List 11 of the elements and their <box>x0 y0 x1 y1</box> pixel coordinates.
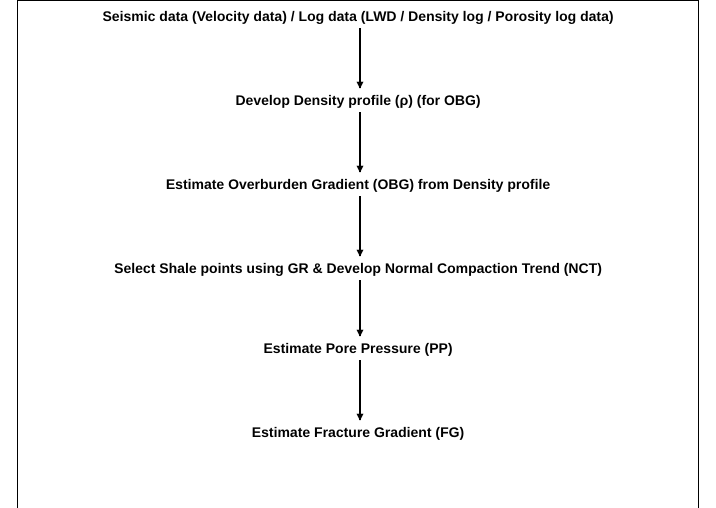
step-text: Estimate Overburden Gradient (OBG) from Density profile <box>166 175 550 194</box>
step-text: Select Shale points using GR & Develop Normal Compaction Trend (NCT) <box>114 259 602 278</box>
arrow <box>356 28 364 89</box>
step-text: Develop Density profile (ρ) (for OBG) <box>235 91 481 110</box>
arrow <box>356 112 364 173</box>
step-text: Estimate Fracture Gradient (FG) <box>252 423 464 442</box>
step-text: Seismic data (Velocity data) / Log data (LWD / Density log / Porosity log data) <box>102 7 614 26</box>
arrow <box>356 196 364 257</box>
step-text: Estimate Pore Pressure (PP) <box>263 339 453 358</box>
arrow <box>356 360 364 421</box>
arrow <box>356 280 364 337</box>
